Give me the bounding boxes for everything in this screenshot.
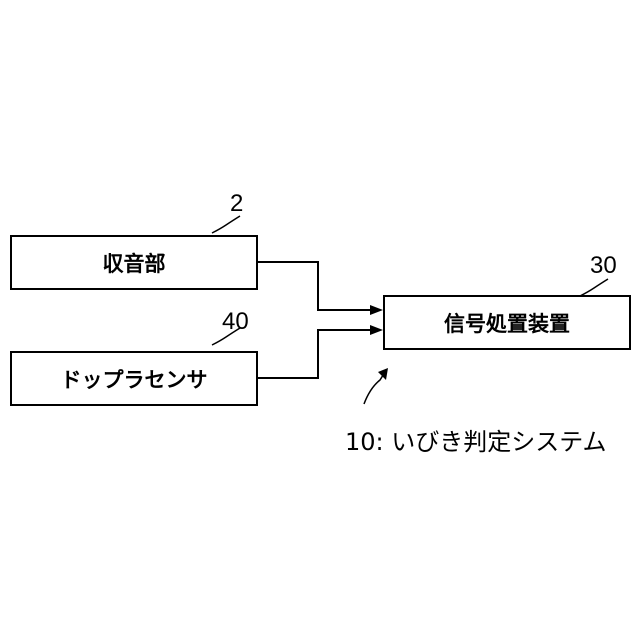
signal-processor-box: 信号処置装置 (383, 295, 631, 350)
arrowhead-bottom (370, 325, 383, 335)
arrow-from-sound-collector (258, 262, 378, 310)
ref-numeral-2: 2 (230, 190, 243, 218)
system-caption: 10: いびき判定システム (345, 422, 607, 457)
leader-30 (580, 279, 608, 296)
ref-numeral-40: 40 (222, 308, 249, 336)
arrowhead-top (370, 305, 383, 315)
sound-collector-label: 収音部 (103, 248, 166, 278)
ref-numeral-30: 30 (590, 252, 617, 280)
doppler-sensor-label: ドップラセンサ (61, 364, 208, 394)
arrow-from-doppler-sensor (258, 330, 378, 378)
system-pointer-arrow (364, 372, 385, 404)
leader-2 (212, 216, 240, 233)
signal-processor-label: 信号処置装置 (444, 308, 570, 338)
system-pointer-arrowhead (378, 368, 388, 380)
sound-collector-box: 収音部 (10, 235, 258, 290)
doppler-sensor-box: ドップラセンサ (10, 351, 258, 406)
